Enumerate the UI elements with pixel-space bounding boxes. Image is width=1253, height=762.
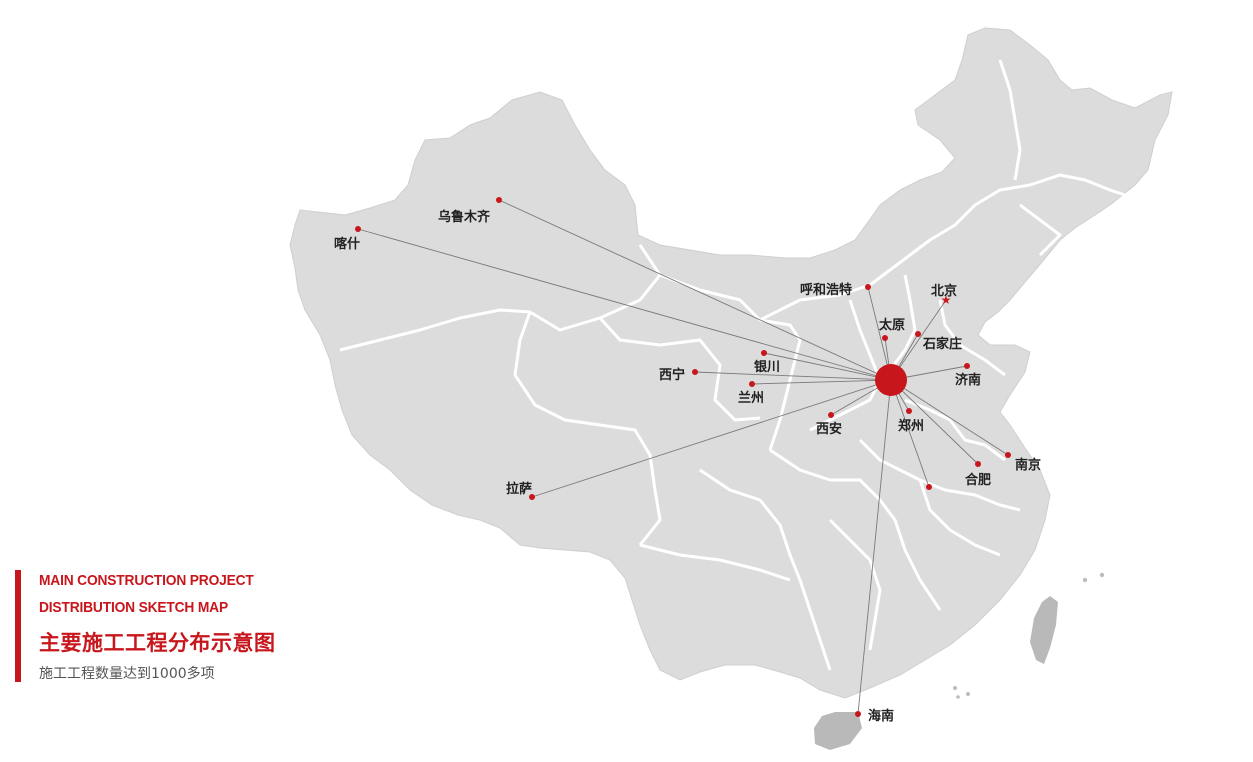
connection-line-hefei [890, 379, 979, 465]
legend-title-zh: 主要施工工程分布示意图 [39, 631, 276, 655]
city-label-kashi: 喀什 [334, 236, 360, 252]
legend-title-en-line1: MAIN CONSTRUCTION PROJECT [39, 572, 254, 589]
city-label-yinchuan: 银川 [754, 359, 780, 375]
map-legend: MAIN CONSTRUCTION PROJECT DISTRIBUTION S… [15, 569, 345, 683]
connection-line-lasa [531, 379, 892, 498]
city-label-shijiazhuang: 石家庄 [922, 336, 962, 352]
city-dot-zhengzhou [906, 408, 912, 414]
connection-line-yinchuan [763, 352, 892, 381]
city-dot-wulumuqi [496, 197, 502, 203]
small-islands [953, 572, 1105, 699]
city-labels: 乌鲁木齐 喀什 呼和浩特 北京 太原 石家庄 银川 西宁 兰州 济南 西安 郑州… [334, 209, 1041, 724]
connection-line-xining [694, 371, 892, 381]
city-label-nanjing: 南京 [1015, 457, 1041, 473]
city-label-hefei: 合肥 [965, 472, 991, 488]
connection-line-lanzhou [751, 379, 892, 385]
city-dot-xining [692, 369, 698, 375]
city-dot-extra [926, 484, 932, 490]
city-dot-lanzhou [749, 381, 755, 387]
red-circle-hub [875, 364, 907, 396]
mainland-shape [289, 27, 1173, 699]
city-label-haikou: 海南 [868, 708, 894, 724]
city-dot-haikou [855, 711, 861, 717]
city-dot-kashi [355, 226, 361, 232]
city-markers: ★ [355, 197, 1011, 717]
legend-title-en-line2: DISTRIBUTION SKETCH MAP [39, 599, 228, 616]
connection-line-kashi [357, 228, 892, 381]
city-label-wulumuqi: 乌鲁木齐 [438, 209, 491, 225]
connection-line-extra [890, 379, 930, 488]
city-label-jinan: 济南 [955, 372, 981, 388]
city-label-taiyuan: 太原 [878, 317, 905, 333]
legend-accent-bar [15, 570, 21, 682]
city-dot-lasa [529, 494, 535, 500]
connection-line-beijing [890, 299, 947, 381]
city-label-huhehaote: 呼和浩特 [800, 282, 852, 298]
connection-line-wulumuqi [498, 199, 892, 381]
province-borders [339, 59, 1141, 671]
city-label-lanzhou: 兰州 [738, 390, 764, 406]
city-label-xining: 西宁 [659, 367, 685, 383]
city-dot-yinchuan [761, 350, 767, 356]
connection-lines [357, 199, 1009, 715]
star-icon: ★ [941, 293, 952, 307]
city-label-xian: 西安 [816, 421, 842, 437]
connection-line-nanjing [890, 379, 1009, 456]
city-dot-huhehaote [865, 284, 871, 290]
connection-line-haikou [857, 379, 892, 715]
city-dot-jinan [964, 363, 970, 369]
city-dot-nanjing [1005, 452, 1011, 458]
city-dot-shijiazhuang [915, 331, 921, 337]
taiwan-island [1030, 596, 1058, 664]
city-label-zhengzhou: 郑州 [898, 418, 924, 434]
city-label-beijing: 北京 [931, 283, 957, 299]
hainan-island [814, 712, 862, 750]
city-label-lasa: 拉萨 [506, 481, 532, 497]
city-dot-xian [828, 412, 834, 418]
legend-subtitle: 施工工程数量达到1000多项 [39, 666, 215, 682]
city-dot-taiyuan [882, 335, 888, 341]
city-dot-hefei [975, 461, 981, 467]
